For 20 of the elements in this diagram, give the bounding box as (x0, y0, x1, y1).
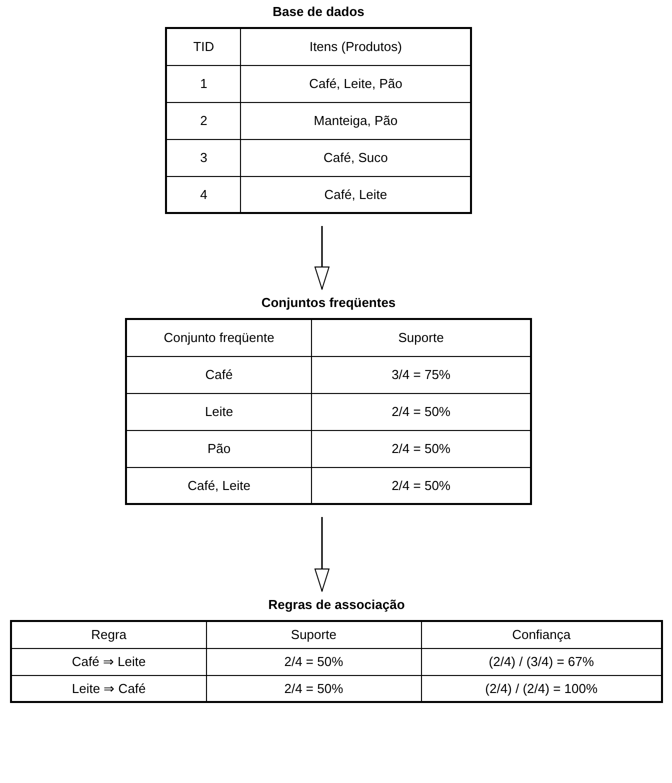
column-header: Suporte (206, 621, 422, 648)
table-value: Leite (126, 393, 312, 430)
table-value: Café (126, 356, 312, 393)
data-table (165, 4, 472, 214)
table-value: 2/4 = 50% (206, 648, 422, 675)
table-title: Base de dados (272, 4, 366, 21)
table-value: Pão (126, 430, 312, 467)
table-value: Café ⇒ Leite (11, 648, 206, 675)
column-header: Conjunto freqüente (126, 319, 312, 356)
column-header: Regra (11, 621, 206, 648)
table-value: 3 (166, 139, 241, 176)
table-title: Regras de associação (267, 597, 406, 614)
table-value: 1 (166, 65, 241, 102)
table-title: Conjuntos freqüentes (260, 295, 397, 312)
arrow (314, 517, 330, 592)
table-value: 2 (166, 102, 241, 139)
column-header: TID (166, 28, 241, 65)
data-table (10, 597, 663, 703)
arrow (314, 226, 330, 290)
data-table (125, 295, 532, 505)
